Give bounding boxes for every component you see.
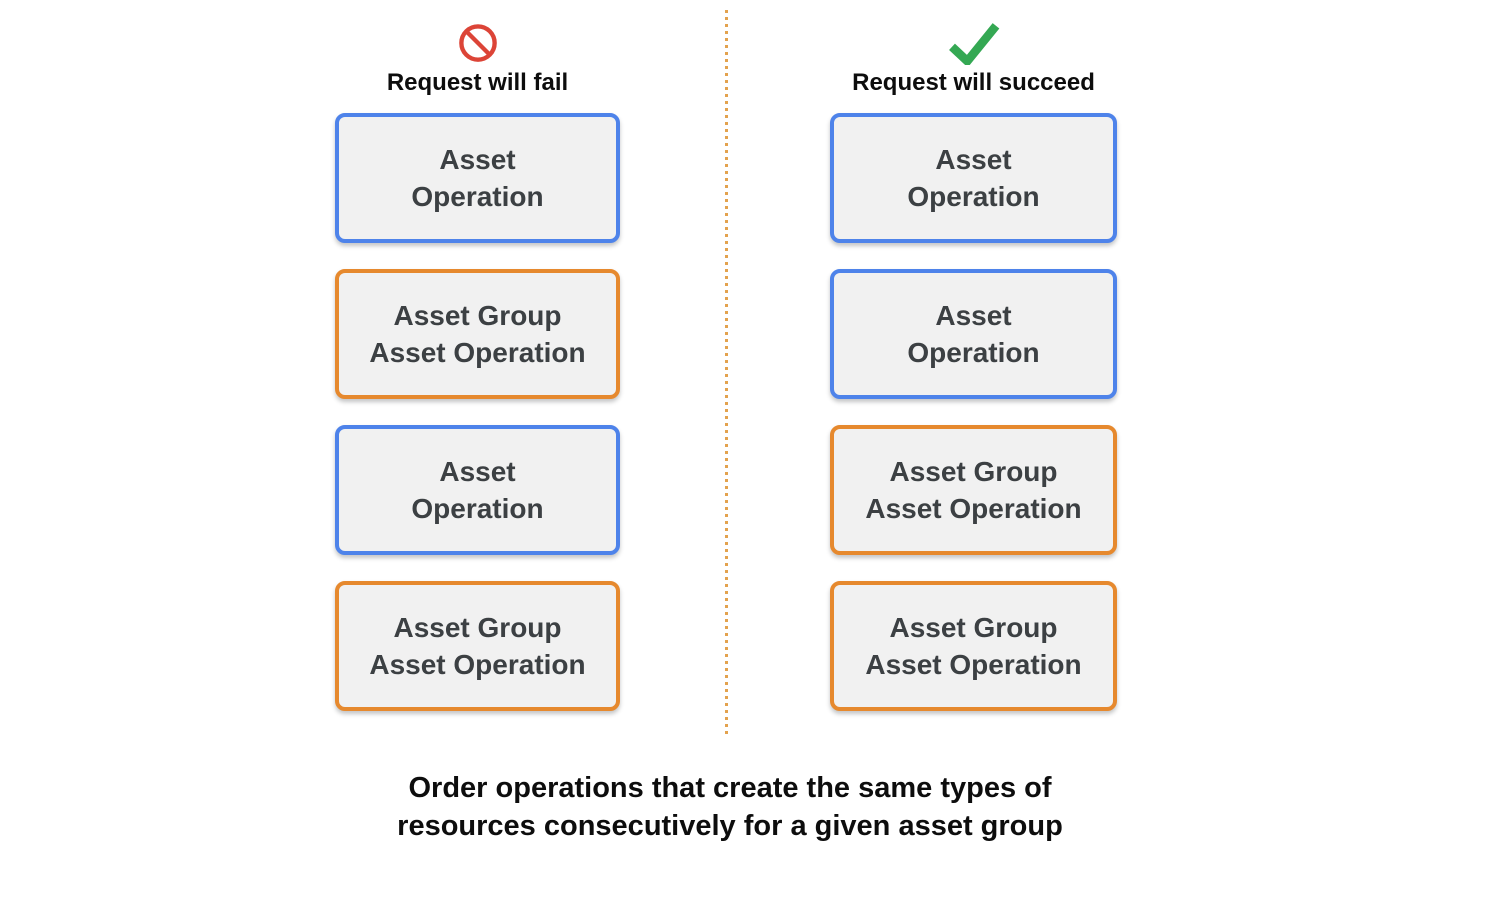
succeed-column-header: Request will succeed (852, 69, 1095, 96)
caption-line: Order operations that create the same ty… (408, 772, 1052, 804)
box-label-line: Asset (935, 300, 1012, 331)
box-label-line: Asset (935, 144, 1012, 175)
check-icon (946, 21, 1002, 65)
fail-box-stack: Asset Operation Asset Group Asset Operat… (335, 113, 620, 711)
column-divider (725, 10, 728, 737)
caption-line: resources consecutively for a given asse… (397, 810, 1063, 842)
box-label-line: Asset Group (889, 612, 1058, 643)
box-label-line: Asset Group (393, 612, 562, 643)
asset-operation-box: Asset Operation (335, 425, 620, 555)
asset-group-asset-operation-box: Asset Group Asset Operation (830, 581, 1117, 711)
fail-column-header: Request will fail (386, 69, 569, 96)
succeed-column: Request will succeed Asset Operation Ass… (830, 21, 1117, 711)
box-label-line: Asset (439, 144, 516, 175)
asset-group-asset-operation-box: Asset Group Asset Operation (335, 581, 620, 711)
prohibited-icon (457, 21, 499, 65)
box-label-line: Asset Group (889, 456, 1058, 487)
box-label-line: Asset (439, 456, 516, 487)
box-label-line: Asset Operation (369, 649, 586, 680)
box-label-line: Asset Operation (865, 649, 1082, 680)
box-label-line: Operation (411, 181, 544, 212)
asset-group-asset-operation-box: Asset Group Asset Operation (335, 269, 620, 399)
box-label-line: Asset Operation (865, 493, 1082, 524)
box-label-line: Operation (411, 493, 544, 524)
box-label-line: Operation (907, 337, 1040, 368)
box-label-line: Asset Operation (369, 337, 586, 368)
asset-group-asset-operation-box: Asset Group Asset Operation (830, 425, 1117, 555)
caption: Order operations that create the same ty… (0, 769, 1460, 845)
asset-operation-box: Asset Operation (830, 269, 1117, 399)
asset-operation-box: Asset Operation (830, 113, 1117, 243)
box-label-line: Asset Group (393, 300, 562, 331)
fail-column: Request will fail Asset Operation Asset … (335, 21, 620, 711)
box-label-line: Operation (907, 181, 1040, 212)
succeed-box-stack: Asset Operation Asset Operation Asset Gr… (830, 113, 1117, 711)
asset-operation-box: Asset Operation (335, 113, 620, 243)
